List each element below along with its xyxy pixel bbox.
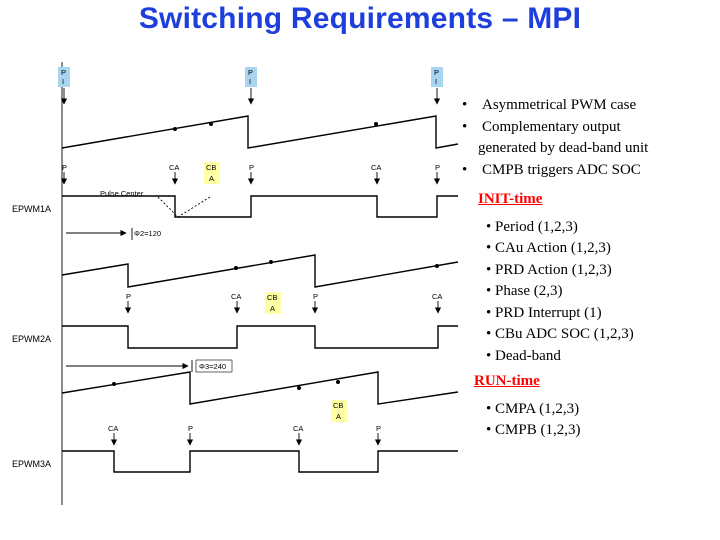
epwm2-counter-ramp <box>61 254 459 288</box>
signal-label-epwm2a: EPWM2A <box>12 334 51 344</box>
epwm2-ca-point-2 <box>435 264 439 268</box>
svg-text:I: I <box>435 77 437 86</box>
init-item: • Dead-band <box>486 347 561 364</box>
epwm1a-waveform <box>62 195 458 218</box>
init-item: • Phase (2,3) <box>486 283 563 299</box>
init-item: • PRD Action (1,2,3) <box>486 261 612 278</box>
svg-text:P: P <box>248 68 253 77</box>
epwm1-ca-point <box>173 127 177 131</box>
svg-text:A: A <box>336 412 341 421</box>
epwm3-ca-point <box>112 382 116 386</box>
svg-text:P: P <box>434 68 439 77</box>
epwm3a-waveform <box>62 450 458 473</box>
epwm1-period-interrupt-marker: P I <box>58 67 70 87</box>
note-bullet-continuation: generated by dead-band unit <box>478 140 649 156</box>
svg-text:P: P <box>61 68 66 77</box>
epwm1-event-ca: CA <box>169 163 179 172</box>
pulse-center-label: Pulse Center <box>100 189 144 198</box>
epwm1-ca-point-2 <box>374 122 378 126</box>
epwm2-event-p-2: P <box>313 292 318 301</box>
epwm3-ca-point-2 <box>297 386 301 390</box>
epwm1-event-p: P <box>62 163 67 172</box>
epwm2-cb-point <box>269 260 273 264</box>
epwm2-event-ca-2: CA <box>432 292 442 301</box>
epwm2-event-p: P <box>126 292 131 301</box>
run-time-heading: RUN-time <box>474 373 540 389</box>
init-time-heading: INIT-time <box>478 191 543 207</box>
epwm3-counter-ramp <box>61 371 459 405</box>
pulse-center-arrow <box>157 196 211 218</box>
slide-title: Switching Requirements – MPI <box>138 2 582 35</box>
notes-panel: •Asymmetrical PWM case •Complementary ou… <box>462 95 712 442</box>
svg-text:CB: CB <box>267 293 277 302</box>
epwm1-counter-ramp <box>61 115 459 149</box>
epwm1-period-interrupt-marker-2: P I <box>245 67 257 87</box>
epwm1-event-ca-2: CA <box>371 163 381 172</box>
signal-label-epwm1a: EPWM1A <box>12 204 51 214</box>
epwm3-event-cb: CB A <box>331 400 347 422</box>
epwm2-event-cb: CB A <box>265 292 281 314</box>
epwm3-event-ca-2: CA <box>293 424 303 433</box>
svg-text:I: I <box>62 77 64 86</box>
phase3-label: Φ3=240 <box>195 359 233 373</box>
epwm1-cb-point <box>209 122 213 126</box>
epwm1-event-cb: CB A <box>204 162 220 184</box>
init-item: • CAu Action (1,2,3) <box>486 240 611 256</box>
svg-text:A: A <box>209 174 214 183</box>
svg-text:I: I <box>249 77 251 86</box>
svg-text:A: A <box>270 304 275 313</box>
epwm2-ca-point <box>234 266 238 270</box>
signal-label-epwm3a: EPWM3A <box>12 459 51 469</box>
epwm2a-waveform <box>62 325 458 349</box>
epwm3-event-ca: CA <box>108 424 118 433</box>
run-item: • CMPB (1,2,3) <box>486 422 581 438</box>
epwm2-event-ca: CA <box>231 292 241 301</box>
note-bullet: •Complementary output <box>462 118 621 135</box>
epwm3-event-p-2: P <box>376 424 381 433</box>
run-item: • CMPA (1,2,3) <box>486 400 580 417</box>
svg-text:CB: CB <box>206 163 216 172</box>
epwm1-event-p-2: P <box>249 163 254 172</box>
phase2-label: Φ2=120 <box>134 229 161 238</box>
epwm3-cb-point <box>336 380 340 384</box>
note-bullet: •CMPB triggers ADC SOC <box>462 161 641 178</box>
epwm3-event-p: P <box>188 424 193 433</box>
epwm1-period-interrupt-marker-3: P I <box>431 67 443 87</box>
note-bullet: •Asymmetrical PWM case <box>462 97 637 113</box>
init-item: • Period (1,2,3) <box>486 218 578 235</box>
init-item: • PRD Interrupt (1) <box>486 304 602 321</box>
svg-text:Φ3=240: Φ3=240 <box>199 362 226 371</box>
init-item: • CBu ADC SOC (1,2,3) <box>486 326 634 342</box>
svg-text:CB: CB <box>333 401 343 410</box>
epwm1-event-p-3: P <box>435 163 440 172</box>
